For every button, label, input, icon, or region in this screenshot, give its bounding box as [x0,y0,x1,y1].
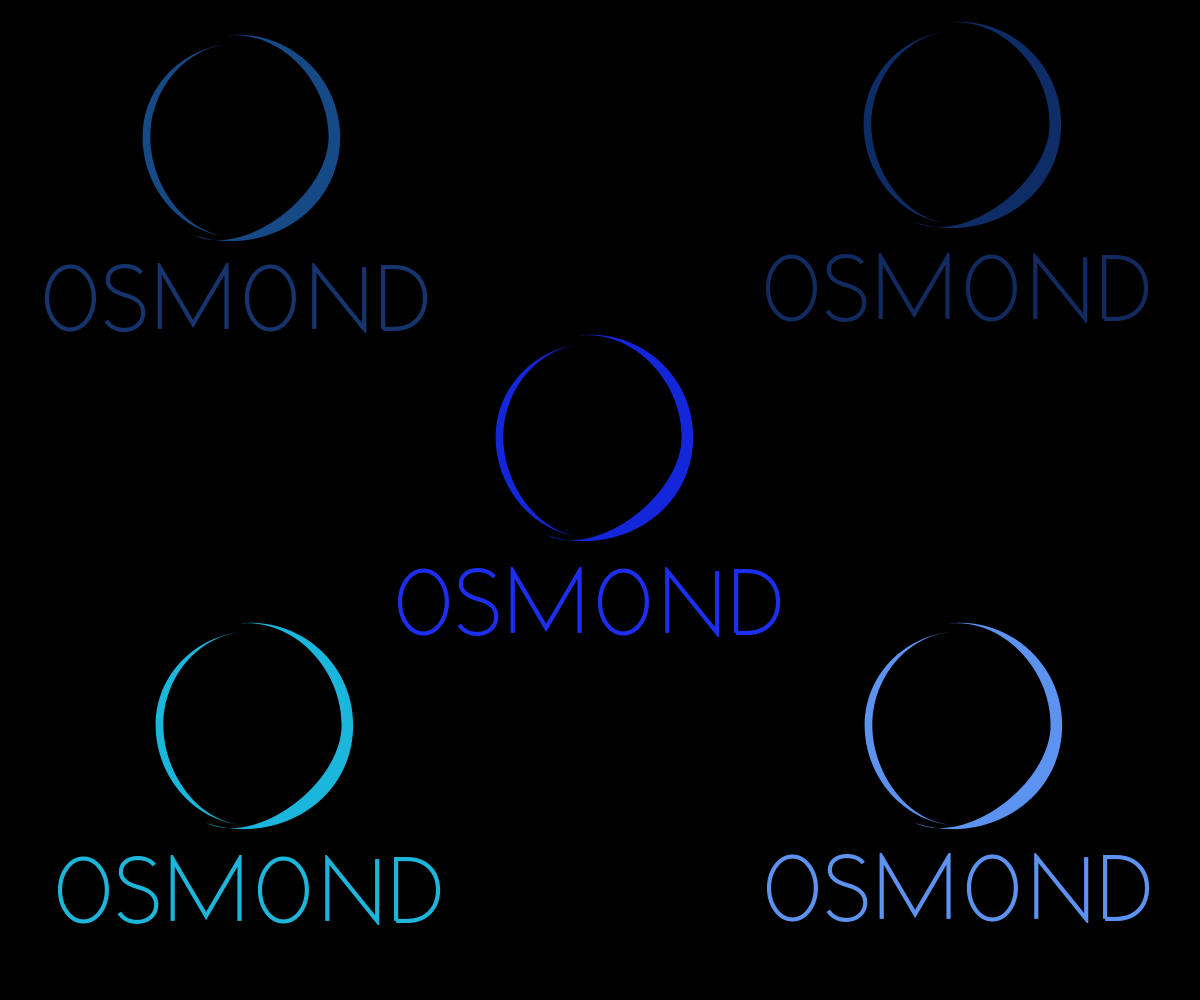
brush-circle-icon [142,34,340,242]
osmond-logo-bottom-left [58,617,443,925]
osmond-wordmark [766,253,1151,323]
brush-circle-icon [155,622,353,830]
osmond-logo-center [398,329,783,637]
brush-circle-icon [495,334,693,542]
osmond-logo-top-right [766,16,1151,323]
osmond-wordmark [58,855,443,925]
osmond-logo-top-left [45,29,430,333]
osmond-wordmark [767,853,1152,923]
osmond-logo-bottom-right [767,617,1152,923]
brush-circle-icon [863,21,1061,229]
osmond-wordmark [398,567,783,637]
osmond-wordmark [45,263,430,333]
brush-circle-icon [864,622,1062,830]
